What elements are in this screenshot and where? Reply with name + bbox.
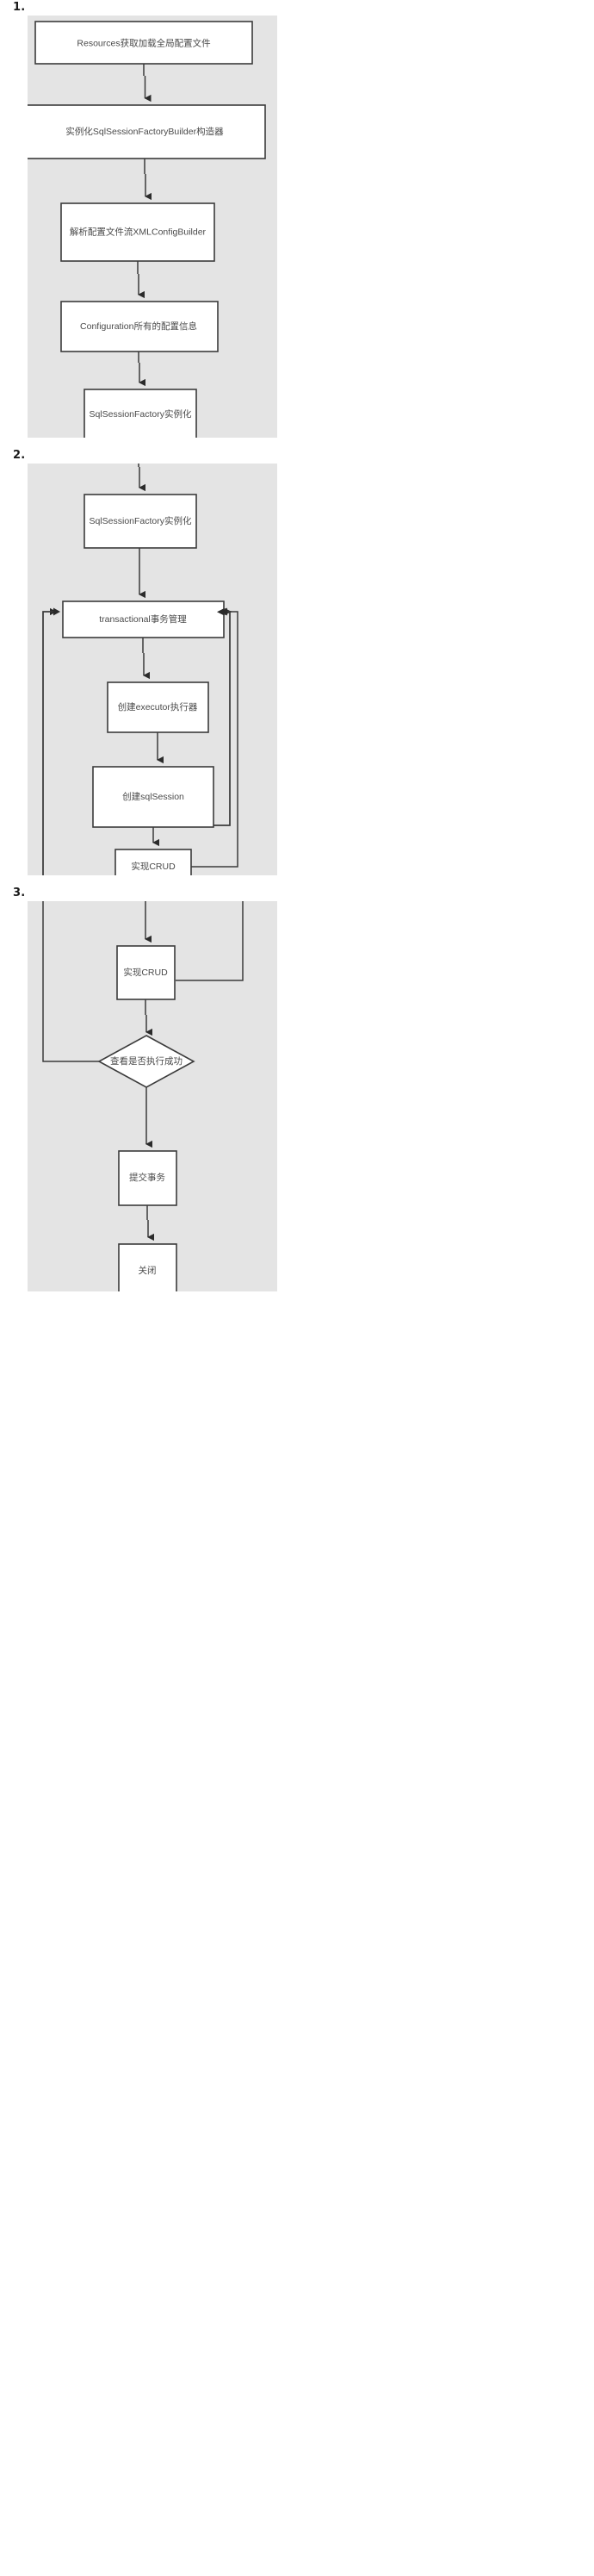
flow-node-label: 实现CRUD bbox=[131, 861, 176, 872]
flow-node-sqlsessionfactory: SqlSessionFactory实例化 bbox=[84, 389, 197, 438]
flow-node-resources: Resources获取加载全局配置文件 bbox=[34, 21, 253, 65]
flow-node-label: 实现CRUD bbox=[123, 967, 168, 978]
flow-node-label: SqlSessionFactory实例化 bbox=[89, 408, 192, 420]
flow-node-label: 实例化SqlSessionFactoryBuilder构造器 bbox=[65, 126, 224, 137]
section-1-label: 1. bbox=[13, 1, 26, 14]
section-3-panel: 实现CRUD 查看是否执行成功 bbox=[28, 901, 277, 1291]
flow-node-label: transactional事务管理 bbox=[99, 613, 187, 625]
flow-node-label: Configuration所有的配置信息 bbox=[80, 320, 197, 332]
flow-node-sqlsessionfactory: SqlSessionFactory实例化 bbox=[84, 494, 197, 549]
flow-node-crud: 实现CRUD bbox=[116, 945, 176, 1000]
flow-edge-1 bbox=[145, 999, 152, 1036]
flow-node-label: 关闭 bbox=[139, 1265, 157, 1276]
section-1: 1. Resources获取加载全局配置文件 bbox=[0, 0, 594, 438]
flow-node-label: 创建sqlSession bbox=[122, 791, 184, 802]
flow-edge-3 bbox=[146, 1205, 154, 1241]
flow-node-executor: 创建executor执行器 bbox=[107, 681, 209, 733]
section-gap-1 bbox=[0, 438, 594, 448]
flow-node-label: 创建executor执行器 bbox=[118, 701, 198, 712]
flow-node-check-success: 查看是否执行成功 bbox=[97, 1035, 195, 1088]
flow-node-label: Resources获取加载全局配置文件 bbox=[77, 37, 210, 48]
flow-node-label: SqlSessionFactory实例化 bbox=[89, 515, 192, 526]
flow-node-crud: 实现CRUD bbox=[114, 849, 192, 875]
flow-edge-loop-left bbox=[42, 901, 105, 1062]
section-2: 2. bbox=[0, 448, 594, 875]
flow-edge-2 bbox=[142, 638, 150, 680]
flow-node-sqlsessionfactorybuilder: 实例化SqlSessionFactoryBuilder构造器 bbox=[28, 104, 266, 159]
flow-node-close: 关闭 bbox=[118, 1243, 177, 1291]
flow-node-sqlsession: 创建sqlSession bbox=[92, 766, 214, 828]
flow-edge-3 bbox=[137, 261, 145, 299]
section-3: 3. bbox=[0, 886, 594, 1291]
section-gap-2 bbox=[0, 875, 594, 886]
flow-edge-loop-right bbox=[176, 901, 244, 981]
flow-node-xmlconfigbuilder: 解析配置文件流XMLConfigBuilder bbox=[60, 202, 215, 262]
section-2-label: 2. bbox=[13, 449, 26, 462]
section-2-panel: SqlSessionFactory实例化 transactional事务管理 bbox=[28, 464, 277, 875]
flow-node-label: 查看是否执行成功 bbox=[110, 1055, 183, 1067]
flow-edge-1 bbox=[143, 64, 152, 103]
flow-node-transactional: transactional事务管理 bbox=[62, 600, 225, 638]
flow-arrow-loop-right-head bbox=[217, 608, 225, 616]
flow-node-configuration: Configuration所有的配置信息 bbox=[60, 301, 219, 352]
section-3-label: 3. bbox=[13, 887, 26, 899]
flow-node-label: 解析配置文件流XMLConfigBuilder bbox=[70, 226, 207, 237]
flow-loop-overlay bbox=[42, 607, 238, 875]
flow-node-commit: 提交事务 bbox=[118, 1150, 177, 1206]
flow-node-label: 提交事务 bbox=[129, 1172, 165, 1183]
section-1-panel: Resources获取加载全局配置文件 实例化SqlSessionFactory… bbox=[28, 16, 277, 438]
